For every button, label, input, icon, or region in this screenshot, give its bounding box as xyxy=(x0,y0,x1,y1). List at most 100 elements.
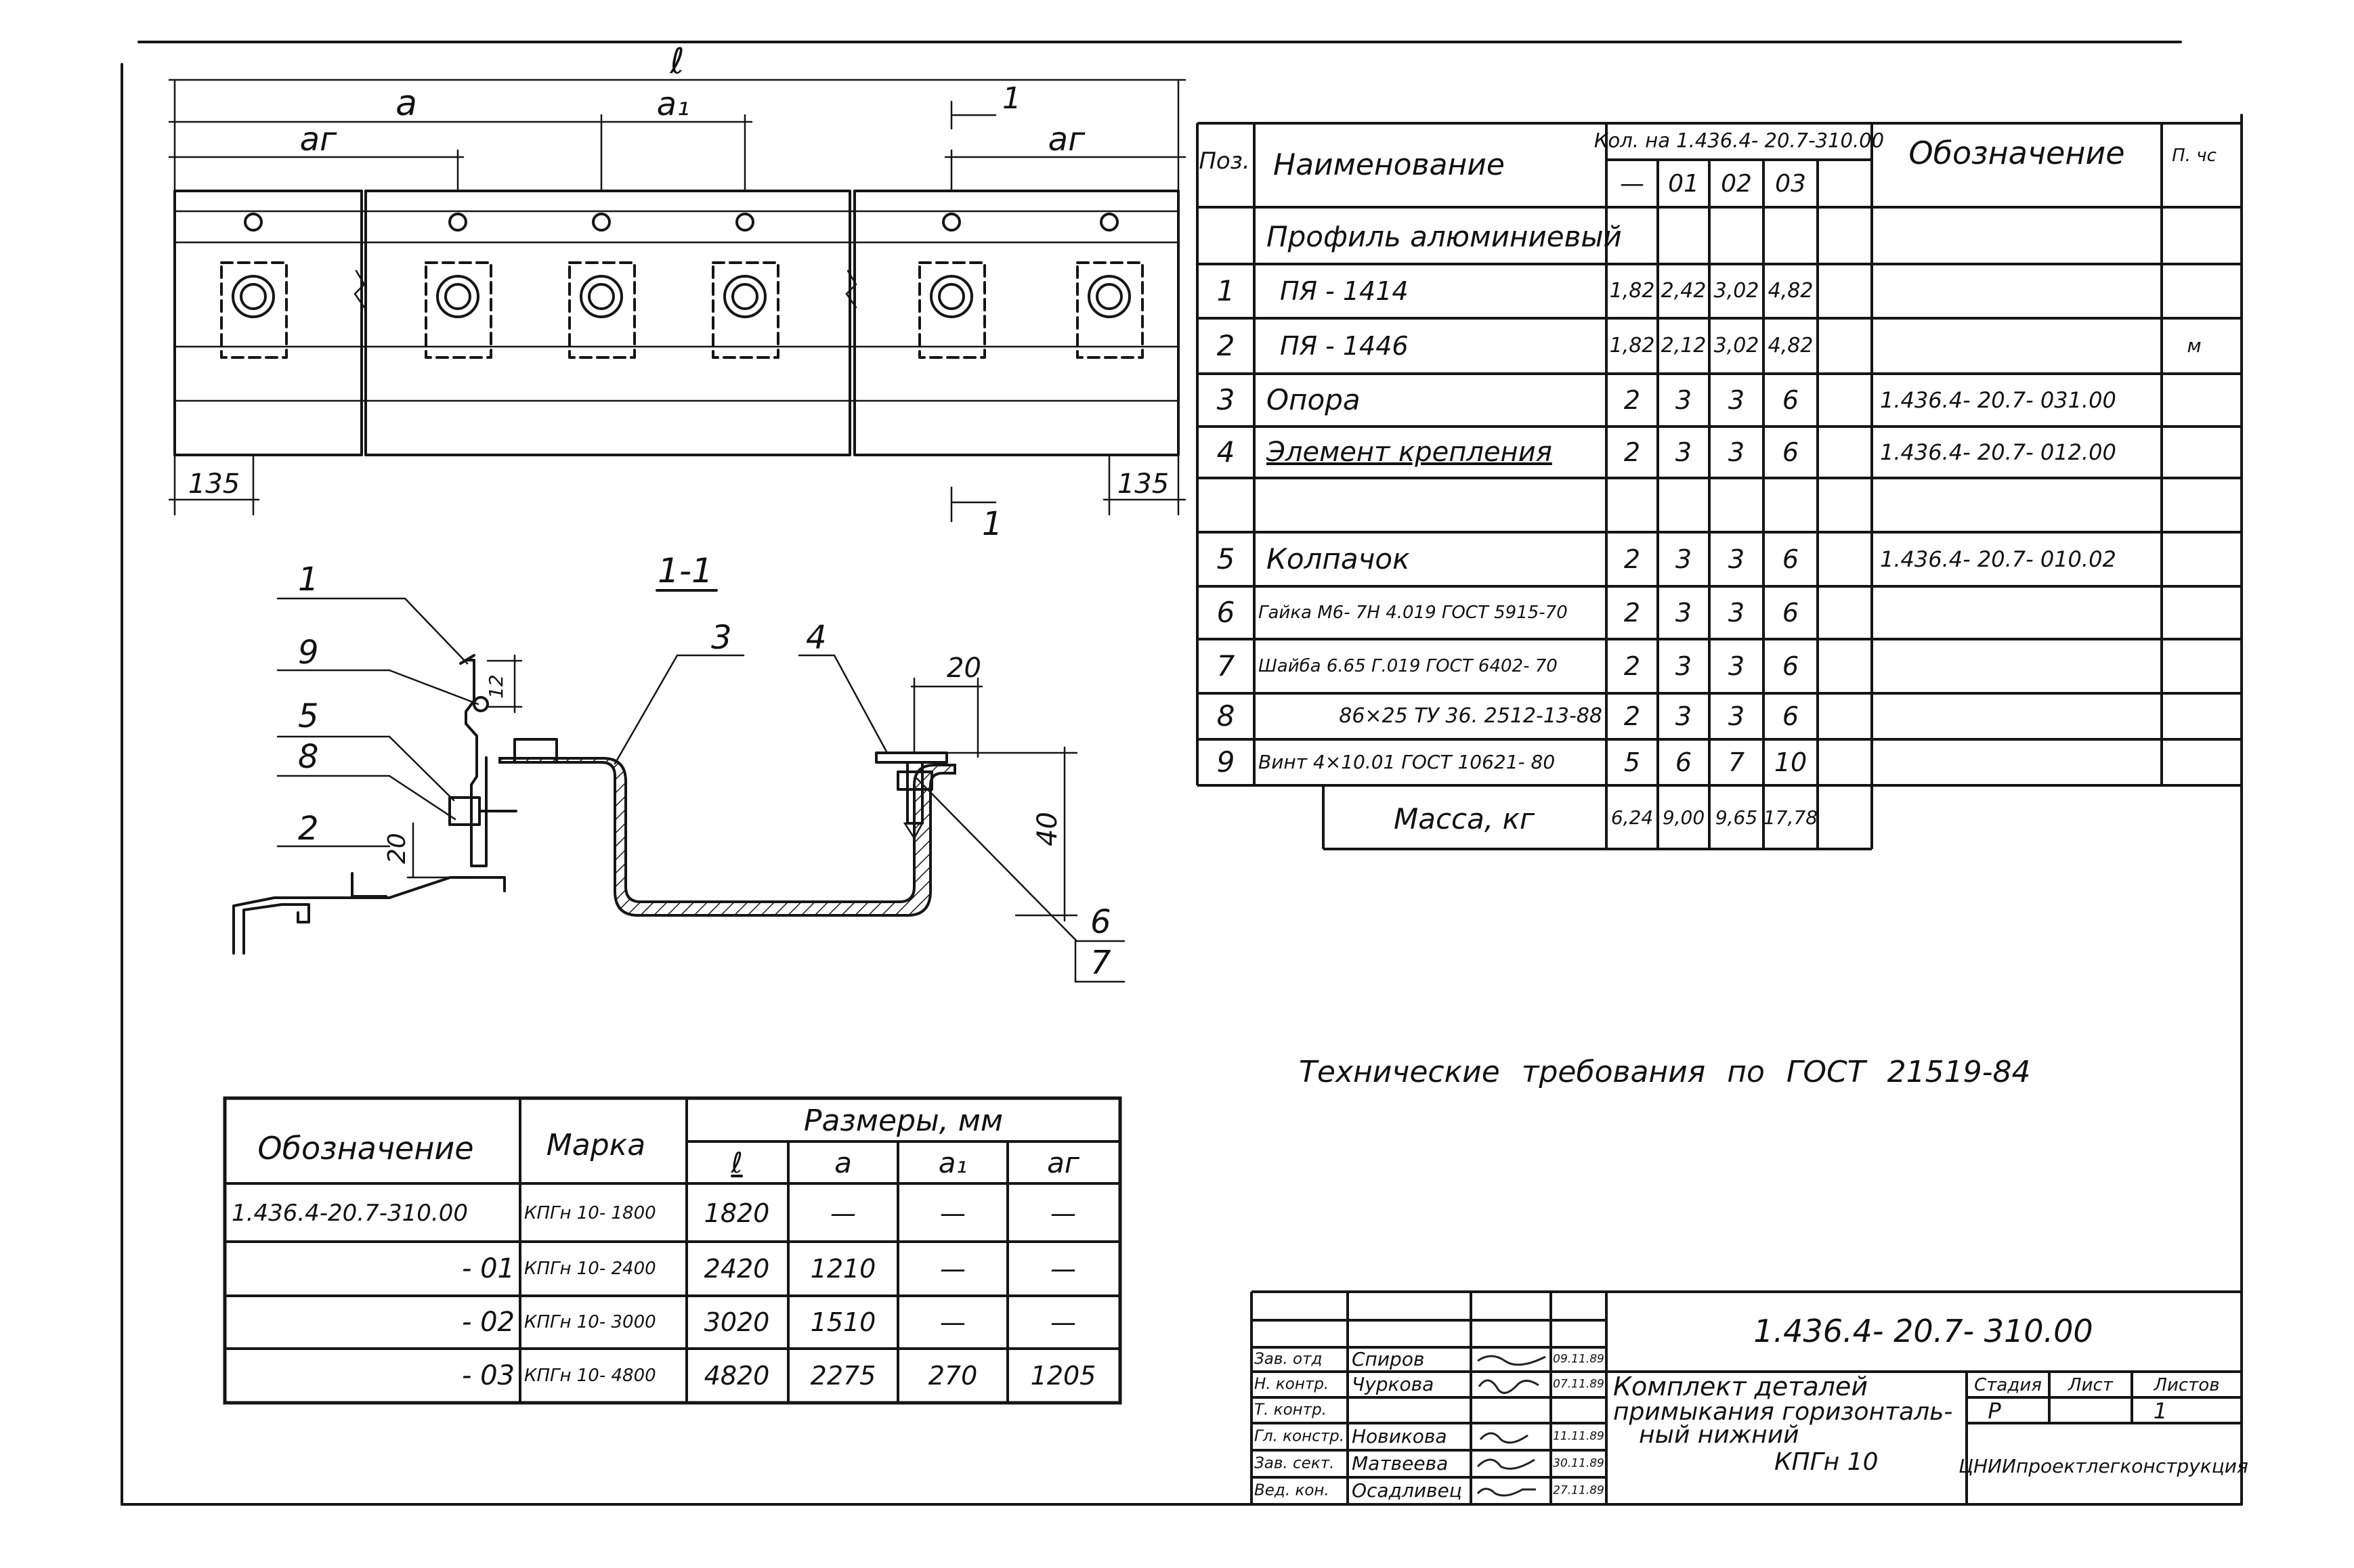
spec-row-name: Гайка М6- 7Н 4.019 ГОСТ 5915-70 xyxy=(1258,603,1568,623)
spec-row-name: Шайба 6.65 Г.019 ГОСТ 6402- 70 xyxy=(1258,656,1558,676)
spec-row-pos: 2 xyxy=(1216,329,1235,362)
callout-4: 4 xyxy=(806,619,827,657)
technical-requirements-note: Технические требования по ГОСТ 21519-84 xyxy=(1299,1055,2031,1089)
spec-mass-label: Масса, кг xyxy=(1393,802,1535,835)
stamp-date: 11.11.89 xyxy=(1553,1429,1604,1443)
sizes-header-sizes: Размеры, мм xyxy=(803,1104,1004,1138)
spec-row-pos: 7 xyxy=(1216,649,1235,682)
sizes-row-value: 2275 xyxy=(810,1361,876,1391)
spec-row-qty: 1,82 xyxy=(1609,279,1655,303)
sizes-row-value: 1510 xyxy=(810,1307,876,1337)
callout-3: 3 xyxy=(711,619,732,657)
spec-row-qty: 3 xyxy=(1728,385,1745,415)
spec-row-pos: 4 xyxy=(1216,435,1235,469)
callout-5: 5 xyxy=(298,697,319,735)
spec-row-qty: 7 xyxy=(1728,747,1745,777)
sizes-row-value: — xyxy=(940,1254,966,1284)
spec-row-pos: 3 xyxy=(1216,383,1235,416)
spec-qty-col-01: 01 xyxy=(1668,170,1699,198)
spec-row-qty: 6 xyxy=(1782,544,1799,574)
spec-row-pos: 1 xyxy=(1216,274,1235,307)
section-view: 1-1 xyxy=(232,551,956,955)
dim-a2-right-label: aг xyxy=(1048,121,1086,158)
section-mark-bottom: 1 xyxy=(982,505,1003,543)
document-title-line: КПГн 10 xyxy=(1774,1448,1879,1476)
sizes-row-value: 2420 xyxy=(704,1254,770,1284)
spec-row-name: ПЯ - 1446 xyxy=(1280,331,1409,361)
spec-row-name: ПЯ - 1414 xyxy=(1280,276,1409,306)
spec-table-grid xyxy=(1196,122,2242,850)
spec-row-qty: 2 xyxy=(1623,701,1641,731)
spec-row-name: Опора xyxy=(1266,383,1361,416)
spec-mass-value: 6,24 xyxy=(1610,806,1654,829)
stamp-role: Вед. кон. xyxy=(1254,1481,1329,1500)
spec-row-qty: 2 xyxy=(1623,544,1641,574)
plan-fasteners xyxy=(220,213,1144,359)
sizes-col-a1: a₁ xyxy=(938,1146,968,1179)
sizes-row-value: 1210 xyxy=(810,1254,876,1284)
signature-mark xyxy=(1476,1487,1536,1497)
sizes-row-mark: КПГн 10- 4800 xyxy=(524,1366,656,1386)
section-mark-top: 1 xyxy=(1002,81,1021,116)
dim-edge-left-label: 135 xyxy=(188,469,240,500)
stamp-date: 09.11.89 xyxy=(1553,1352,1604,1366)
spec-row-pos: 5 xyxy=(1216,542,1235,575)
stamp-date: 30.11.89 xyxy=(1553,1456,1604,1471)
organization-name: ЦНИИпроектлегконструкция xyxy=(1959,1455,2248,1477)
dim-20-top-label: 20 xyxy=(947,653,981,684)
sizes-row-designation: - 03 xyxy=(461,1360,515,1391)
spec-mass-value: 9,65 xyxy=(1715,806,1758,829)
sizes-row-value: 4820 xyxy=(704,1361,770,1391)
spec-row-qty: 6 xyxy=(1782,385,1799,415)
spec-row-qty: 2 xyxy=(1623,598,1641,628)
section-leaders xyxy=(276,597,1126,983)
spec-header-qty: Кол. на 1.436.4- 20.7-310.00 xyxy=(1593,129,1885,152)
document-title-line: Комплект деталей xyxy=(1613,1372,1868,1401)
signature-mark xyxy=(1478,1379,1539,1394)
document-title-line: примыкания горизонталь- xyxy=(1613,1398,1953,1426)
spec-row-pos: 8 xyxy=(1216,699,1235,733)
sizes-col-a: a xyxy=(834,1146,852,1179)
stamp-name: Спиров xyxy=(1352,1348,1425,1370)
spec-row-name: Элемент крепления xyxy=(1266,437,1552,468)
sizes-row-designation: - 01 xyxy=(461,1253,515,1284)
spec-row-qty: 6 xyxy=(1782,598,1799,628)
sizes-col-a2: aг xyxy=(1047,1146,1079,1179)
spec-row-qty: 6 xyxy=(1675,747,1692,777)
spec-row-designation: 1.436.4- 20.7- 012.00 xyxy=(1880,439,2116,465)
sizes-row-mark: КПГн 10- 3000 xyxy=(524,1312,656,1332)
sizes-row-value: 270 xyxy=(928,1361,978,1391)
stamp-role: Н. контр. xyxy=(1254,1375,1329,1393)
sizes-header-mark: Марка xyxy=(546,1128,646,1162)
callout-1: 1 xyxy=(298,561,319,598)
stage-label: Стадия xyxy=(1974,1375,2042,1395)
sizes-header-designation: Обозначение xyxy=(257,1130,474,1167)
signature-mark xyxy=(1479,1432,1528,1444)
document-title-line: ный нижний xyxy=(1639,1421,1799,1449)
callout-6: 6 xyxy=(1090,903,1111,941)
section-labels: 1 9 5 8 2 3 4 6 7 12 20 20 40 xyxy=(298,561,1111,982)
spec-row-pos: 9 xyxy=(1216,745,1235,779)
spec-row-designation: 1.436.4- 20.7- 031.00 xyxy=(1880,387,2116,413)
spec-row-qty: 3 xyxy=(1728,544,1745,574)
sizes-row-mark: КПГн 10- 1800 xyxy=(524,1203,656,1223)
sizes-table-grid xyxy=(223,1096,1122,1405)
sizes-col-l: ℓ xyxy=(731,1146,743,1179)
spec-mass-value: 9,00 xyxy=(1662,806,1705,829)
spec-row-qty: 1,82 xyxy=(1609,334,1655,357)
stamp-signatures xyxy=(1476,1355,1546,1497)
spec-row-qty: 3 xyxy=(1728,701,1745,731)
title-block-grid xyxy=(1250,1290,2242,1504)
stamp-date: 27.11.89 xyxy=(1553,1483,1604,1498)
spec-row-qty: 3 xyxy=(1675,385,1692,415)
spec-row-qty: 3,02 xyxy=(1713,279,1759,303)
spec-group-title: Профиль алюминиевый xyxy=(1266,220,1622,253)
spec-row-qty: 6 xyxy=(1782,437,1799,467)
spec-row-qty: 5 xyxy=(1623,747,1641,777)
sizes-row-value: 1820 xyxy=(704,1198,770,1228)
sizes-row-value: 1205 xyxy=(1030,1361,1096,1391)
spec-row-qty: 3 xyxy=(1675,651,1692,681)
document-code: 1.436.4- 20.7- 310.00 xyxy=(1753,1313,2093,1349)
stamp-name: Чуркова xyxy=(1352,1373,1434,1395)
sizes-row-value: 3020 xyxy=(704,1307,770,1337)
